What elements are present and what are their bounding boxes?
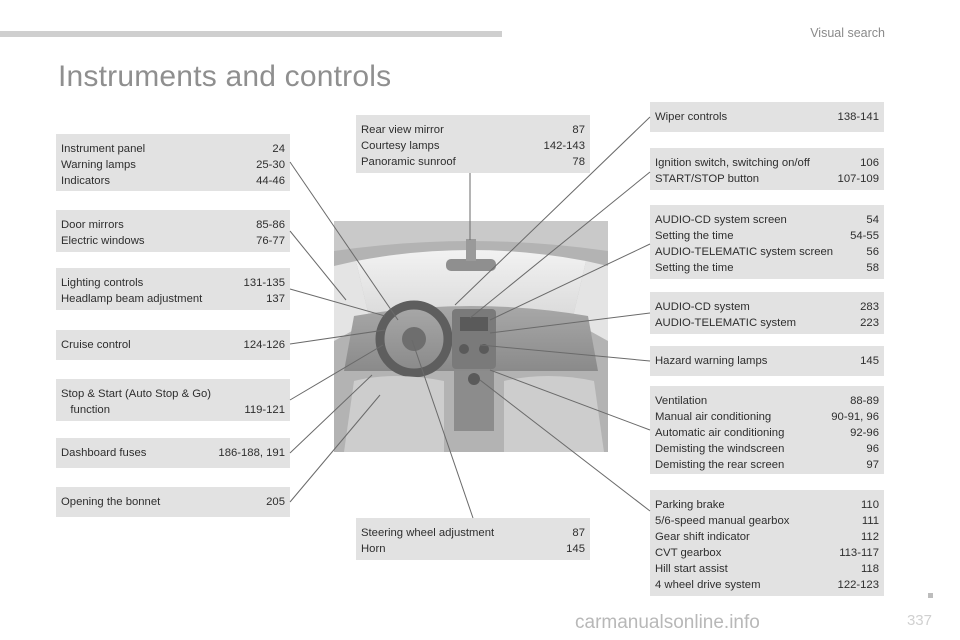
dashboard-illustration [334,221,608,452]
header-bar [0,31,502,37]
page-title: Instruments and controls [58,60,392,93]
page-number: 337 [906,612,932,629]
watermark: carmanualsonline.info [575,612,760,633]
page-marker [928,593,933,598]
section-title: Visual search [810,26,885,40]
list-item: Stop & Start (Auto Stop & Go) [61,388,212,400]
dashboard-drawing [334,221,608,452]
